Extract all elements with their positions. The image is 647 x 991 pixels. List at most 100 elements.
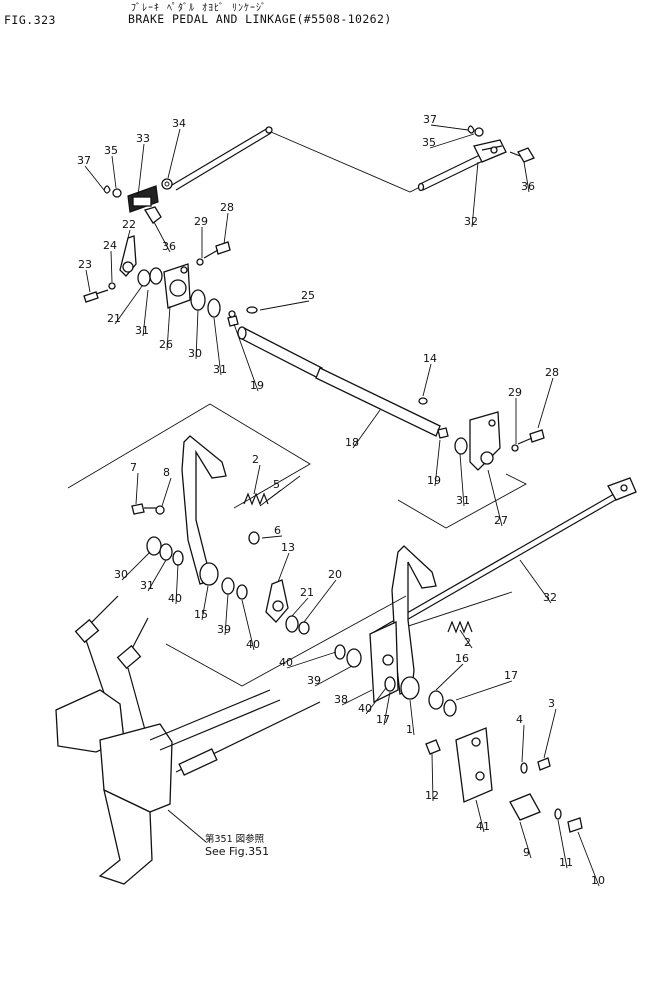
callout-leader-39 bbox=[224, 593, 229, 636]
washer-34 bbox=[161, 178, 173, 190]
callout-label-18: 18 bbox=[345, 436, 359, 449]
grease-fitting-19-upper bbox=[227, 310, 239, 327]
callout-leader-12 bbox=[431, 753, 434, 802]
roller-9 bbox=[509, 793, 541, 821]
pin-36-right bbox=[509, 147, 535, 163]
fitting-12 bbox=[425, 739, 441, 755]
callout-label-11: 11 bbox=[559, 856, 573, 869]
callout-label-30: 30 bbox=[188, 347, 202, 360]
bushings-39-40-left bbox=[221, 577, 248, 600]
callout-label-2: 2 bbox=[252, 453, 259, 466]
callout-leader-35 bbox=[429, 133, 475, 149]
callout-leaders bbox=[84, 124, 600, 887]
callout-leader-23 bbox=[85, 269, 91, 293]
callout-label-28: 28 bbox=[545, 366, 559, 379]
callout-leader-18 bbox=[352, 409, 381, 449]
callout-label-24: 24 bbox=[103, 239, 117, 252]
pin-25 bbox=[246, 306, 258, 314]
bushing-31-right bbox=[454, 437, 468, 455]
callout-label-34: 34 bbox=[172, 117, 186, 130]
callout-label-27: 27 bbox=[494, 514, 508, 527]
bolt-3 bbox=[537, 757, 551, 771]
callout-label-36: 36 bbox=[162, 240, 176, 253]
callout-label-23: 23 bbox=[78, 258, 92, 271]
lever-22 bbox=[119, 235, 137, 277]
grease-fitting-19-lower bbox=[437, 427, 449, 439]
key-14 bbox=[418, 397, 428, 405]
callout-leader-4 bbox=[521, 724, 525, 763]
callout-leader-27 bbox=[487, 469, 503, 527]
callout-leader-41 bbox=[475, 799, 485, 833]
callout-label-22: 22 bbox=[122, 218, 136, 231]
upper-rod bbox=[171, 126, 423, 193]
callout-leader-37 bbox=[430, 124, 469, 131]
callout-leader-21 bbox=[291, 597, 309, 617]
callout-leader-22 bbox=[127, 229, 131, 239]
callout-leader-16 bbox=[435, 663, 464, 691]
callout-label-29: 29 bbox=[194, 215, 208, 228]
callout-label-28: 28 bbox=[220, 201, 234, 214]
lever-13 bbox=[265, 579, 289, 623]
callout-leader-31 bbox=[459, 453, 465, 507]
callout-label-33: 33 bbox=[136, 132, 150, 145]
callout-label-31: 31 bbox=[456, 494, 470, 507]
cotter-pin-37-left bbox=[103, 185, 122, 198]
callout-leader-32 bbox=[471, 161, 479, 228]
callout-leader-28 bbox=[537, 377, 554, 429]
callout-label-16: 16 bbox=[455, 652, 469, 665]
callout-label-17: 17 bbox=[504, 669, 518, 682]
spring-2-right bbox=[447, 620, 473, 634]
bushings-21-20 bbox=[285, 615, 310, 635]
bolt-28-lower bbox=[511, 429, 545, 452]
bracket-27 bbox=[469, 411, 501, 471]
pedal-frame-assembly bbox=[55, 595, 321, 885]
callout-label-32: 32 bbox=[543, 591, 557, 604]
guide-lines-lower bbox=[165, 595, 407, 687]
callout-leader-17 bbox=[383, 691, 391, 726]
bracket-41 bbox=[455, 727, 493, 803]
washer-11 bbox=[554, 808, 562, 820]
callout-leader-34 bbox=[167, 128, 181, 179]
callout-leader-40 bbox=[286, 651, 337, 669]
callout-label-32: 32 bbox=[464, 215, 478, 228]
callout-label-41: 41 bbox=[476, 820, 490, 833]
callout-label-1: 1 bbox=[406, 723, 413, 736]
callout-label-37: 37 bbox=[77, 154, 91, 167]
callout-label-21: 21 bbox=[107, 312, 121, 325]
callout-label-31: 31 bbox=[213, 363, 227, 376]
callout-leader-24 bbox=[110, 250, 113, 283]
bushings-39-40-right bbox=[334, 644, 362, 668]
washer-6 bbox=[248, 531, 260, 545]
clevis-33 bbox=[127, 185, 162, 224]
callout-leader-20 bbox=[303, 579, 337, 623]
spring-2-left bbox=[243, 475, 301, 506]
callout-leader-39 bbox=[314, 665, 353, 687]
callout-leader-21 bbox=[114, 285, 143, 325]
callout-label-40: 40 bbox=[168, 592, 182, 605]
callout-leader-26 bbox=[166, 305, 171, 351]
callout-label-30: 30 bbox=[114, 568, 128, 581]
callout-leader-13 bbox=[277, 552, 290, 583]
callout-leader-25 bbox=[259, 300, 310, 311]
callout-leader-31 bbox=[147, 559, 167, 592]
callout-label-12: 12 bbox=[425, 789, 439, 802]
bolt-23 bbox=[83, 282, 116, 303]
callout-label-19: 19 bbox=[250, 379, 264, 392]
callout-label-10: 10 bbox=[591, 874, 605, 887]
callout-label-40: 40 bbox=[246, 638, 260, 651]
callout-leader-40 bbox=[241, 599, 255, 651]
callout-label-4: 4 bbox=[516, 713, 523, 726]
callout-leader-17 bbox=[455, 680, 513, 701]
callout-leader-3 bbox=[543, 708, 557, 759]
callout-label-20: 20 bbox=[328, 568, 342, 581]
figure-header: ﾌﾞﾚｰｷ ﾍﾟﾀﾞﾙ ｵﾖﾋﾞ ﾘﾝｹｰｼﾞ FIG.323 BRAKE PE… bbox=[0, 0, 647, 40]
callout-leader-30 bbox=[195, 309, 199, 360]
callout-label-3: 3 bbox=[548, 697, 555, 710]
cross-shaft-18 bbox=[237, 326, 441, 437]
callout-label-6: 6 bbox=[274, 524, 281, 537]
callout-leader-15 bbox=[201, 585, 209, 621]
callout-label-39: 39 bbox=[217, 623, 231, 636]
callout-label-26: 26 bbox=[159, 338, 173, 351]
callout-label-25: 25 bbox=[301, 289, 315, 302]
